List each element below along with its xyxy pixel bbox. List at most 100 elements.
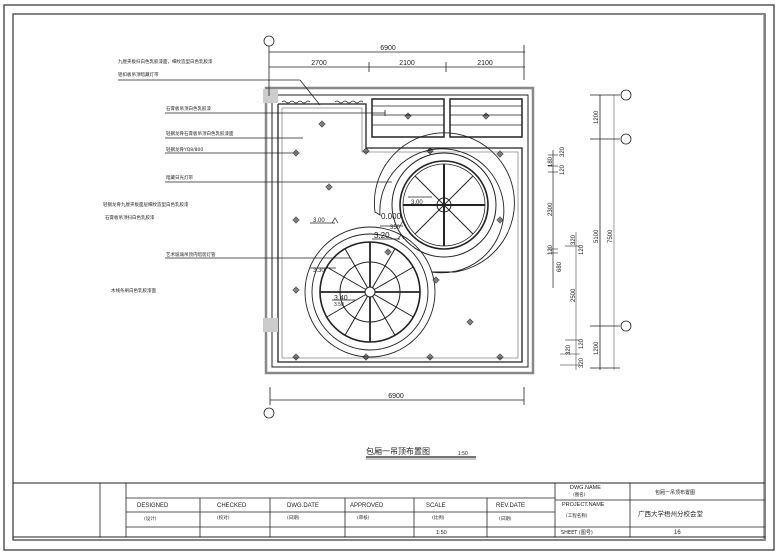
downlight-icon (404, 112, 412, 120)
axis-bubble (620, 89, 632, 101)
tb-dwg-name-label: DWG.NAME (570, 485, 601, 491)
tb-header-rev-date: REV.DATE (496, 503, 525, 509)
tb-dwg-name-value: 包厢一吊顶布置图 (655, 489, 695, 496)
tb-subheader: (校对) (217, 514, 230, 521)
downlight-icon (325, 183, 333, 191)
axis-bubble (620, 320, 632, 332)
dome-rib (374, 266, 414, 290)
dimension-label: 2300 (548, 202, 554, 216)
axis-bubble (263, 35, 275, 47)
tb-header-dwg-date: DWG.DATE (287, 503, 319, 509)
light-trough-symbol (281, 100, 311, 104)
dimension-top (263, 35, 525, 96)
column-marker (263, 318, 278, 332)
annotation-text: 石膏板吊顶扫白色乳胶漆 (105, 214, 155, 221)
dimension-label: 6900 (388, 393, 404, 400)
annotation-text: 轻钢龙骨YQ8/800 (166, 146, 203, 153)
downlight-icon (384, 248, 392, 256)
dimension-label: 320 (579, 357, 585, 368)
dimension-label: 2700 (311, 60, 327, 67)
dimension-label: 1200 (594, 341, 600, 355)
tb-subheader: (审核) (357, 514, 370, 521)
dimension-label: 7500 (608, 229, 614, 243)
annotation-text: 铝扣板吊顶暗藏灯带 (118, 71, 159, 78)
annotation-text: 艺术玻璃吊顶内暗装灯管 (166, 251, 216, 258)
dome-rib (372, 296, 396, 336)
downlight-icon (466, 318, 474, 326)
downlight-icon (426, 353, 434, 361)
annotation-text: 暗藏日光灯带 (166, 174, 193, 181)
upper-round-ceiling (373, 132, 515, 274)
dimension-label: 2500 (571, 288, 577, 302)
dimension-bottom (263, 387, 525, 419)
drawing-title: 包厢一吊顶布置图 (366, 446, 430, 456)
tb-header-scale: SCALE (426, 503, 446, 509)
ceiling-recess-outline (277, 103, 523, 363)
annotation-text: 轻钢龙骨石膏板吊顶白色乳胶漆面 (166, 130, 234, 137)
tb-sheet-label: SHEET (图号) (561, 530, 593, 536)
dome-rib (344, 296, 368, 336)
elevation-label: 3.40 (334, 295, 348, 302)
tb-project-name-value: 广西大学梧州分校会堂 (638, 509, 704, 518)
dimension-label: 680 (557, 261, 563, 272)
lower-round-ceiling (304, 226, 436, 358)
axis-bubble (620, 133, 632, 145)
elevation-label: 3.50 (334, 302, 344, 308)
leader-lines (118, 79, 392, 259)
drawing-scale: 1:50 (458, 451, 468, 457)
annotation-text: 轻钢龙骨九厘夹板面层细纹造型白色乳胶漆 (103, 201, 189, 208)
downlight-icon (292, 353, 300, 361)
tb-subheader: (比例) (432, 514, 445, 521)
dimension-label: 320 (566, 344, 572, 355)
dimension-label: 6900 (380, 45, 396, 52)
tb-sheet-value: 16 (674, 530, 681, 536)
downlight-icon (432, 276, 440, 284)
tb-project-name-sub: (工程名称) (566, 512, 588, 519)
downlight-icon (496, 150, 504, 158)
tb-scale-value: 1:50 (436, 530, 447, 536)
outer-frame (3, 4, 775, 551)
elevation-label: 3.20 (374, 231, 390, 240)
tb-header-approved: APPROVED (350, 503, 384, 509)
ceiling-plan (118, 79, 535, 375)
annotation-text: 木线条刷白色乳胶漆面 (111, 287, 156, 294)
title-block (13, 482, 765, 538)
elevation-marks (310, 196, 432, 301)
dimension-label: 320 (571, 234, 577, 245)
elevation-label: 3.30 (313, 268, 325, 274)
elevation-label: 0.000 (381, 212, 402, 221)
tb-dwg-name-sub: (图名) (573, 491, 586, 498)
column-marker (263, 89, 278, 103)
downlight-icon (482, 112, 490, 120)
downlight-icon (362, 353, 370, 361)
tb-subheader: (日期) (499, 516, 512, 522)
dimension-label: 1200 (594, 110, 600, 124)
dome-rib (344, 248, 368, 288)
inner-frame (12, 13, 766, 541)
room-outer-wall (264, 86, 535, 375)
dome-rib (326, 294, 366, 318)
dimension-label: 120 (560, 164, 566, 175)
elevation-label: 3.00 (411, 200, 423, 206)
elevation-label: 350 (390, 225, 401, 231)
dome-rib (372, 248, 396, 288)
dome-rib (374, 294, 414, 318)
dimension-right (548, 89, 632, 370)
tb-project-name-label: PROJECT.NAME (562, 502, 605, 508)
downlight-icon (496, 216, 504, 224)
annotation-text: 石膏板吊顶白色乳胶漆 (166, 105, 211, 112)
tb-header-designed: DESIGNED (137, 503, 169, 509)
downlight-icon (426, 147, 434, 155)
dimension-label: 120 (579, 244, 585, 255)
dimension-label: 180 (548, 156, 554, 167)
downlight-icon (292, 216, 300, 224)
downlight-icon (496, 353, 504, 361)
downlight-icon (362, 147, 370, 155)
tb-header-checked: CHECKED (217, 503, 247, 509)
elevation-label: 3.00 (313, 218, 325, 224)
dimension-label: 2100 (399, 60, 415, 67)
dimension-label: 5100 (594, 229, 600, 243)
downlight-icon (292, 286, 300, 294)
dimension-label: 320 (560, 146, 566, 157)
